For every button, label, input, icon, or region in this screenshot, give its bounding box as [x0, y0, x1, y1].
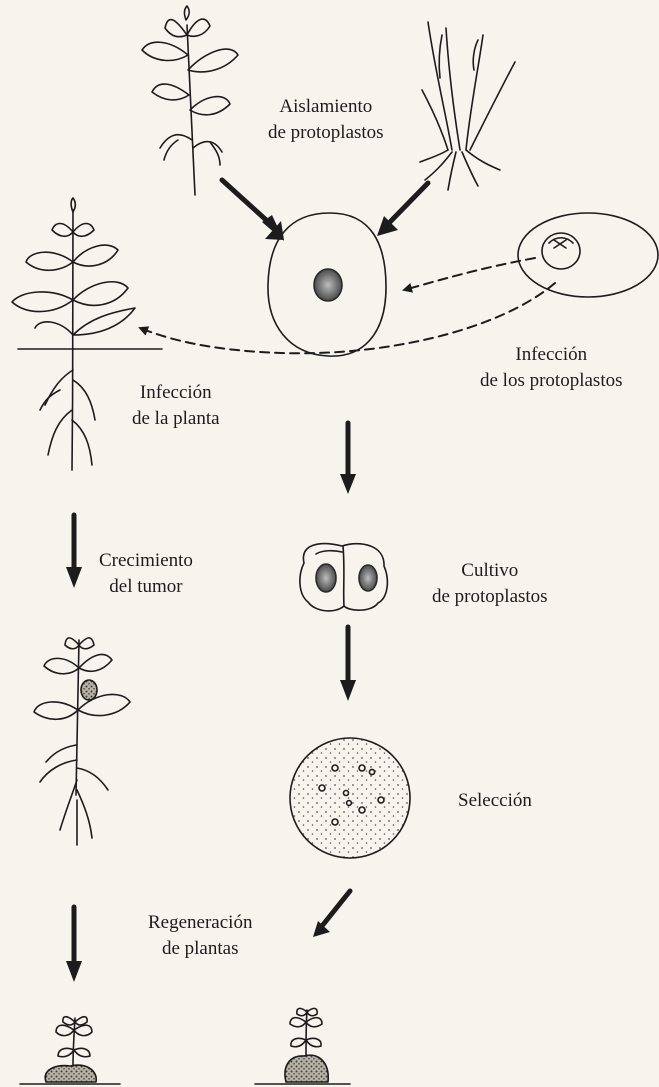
dashed-arrows: [140, 258, 555, 353]
label-seleccion: Selección: [458, 788, 532, 814]
label-crecimiento: Crecimiento del tumor: [99, 548, 193, 600]
dicot-seedling-icon: [142, 6, 238, 195]
dividing-protoplasts-icon: [300, 544, 387, 611]
regenerated-plantlet-right-icon: [255, 1008, 350, 1084]
agrobacterium-cell-icon: [518, 213, 658, 297]
label-infeccion-protoplastos: Infección de los protoplastos: [480, 342, 623, 394]
plant-with-tumor-icon: [34, 638, 130, 845]
monocot-grass-icon: [420, 22, 515, 190]
regenerated-plantlet-left-icon: [20, 1017, 120, 1084]
label-aislamiento: Aislamiento de protoplastos: [268, 94, 384, 146]
label-regeneracion: Regeneración de plantas: [148, 910, 252, 962]
protoplast-cell-icon: [268, 213, 386, 356]
selection-dish-icon: [290, 738, 410, 858]
label-infeccion-planta: Infección de la planta: [132, 380, 220, 432]
label-cultivo: Cultivo de protoplastos: [432, 558, 548, 610]
